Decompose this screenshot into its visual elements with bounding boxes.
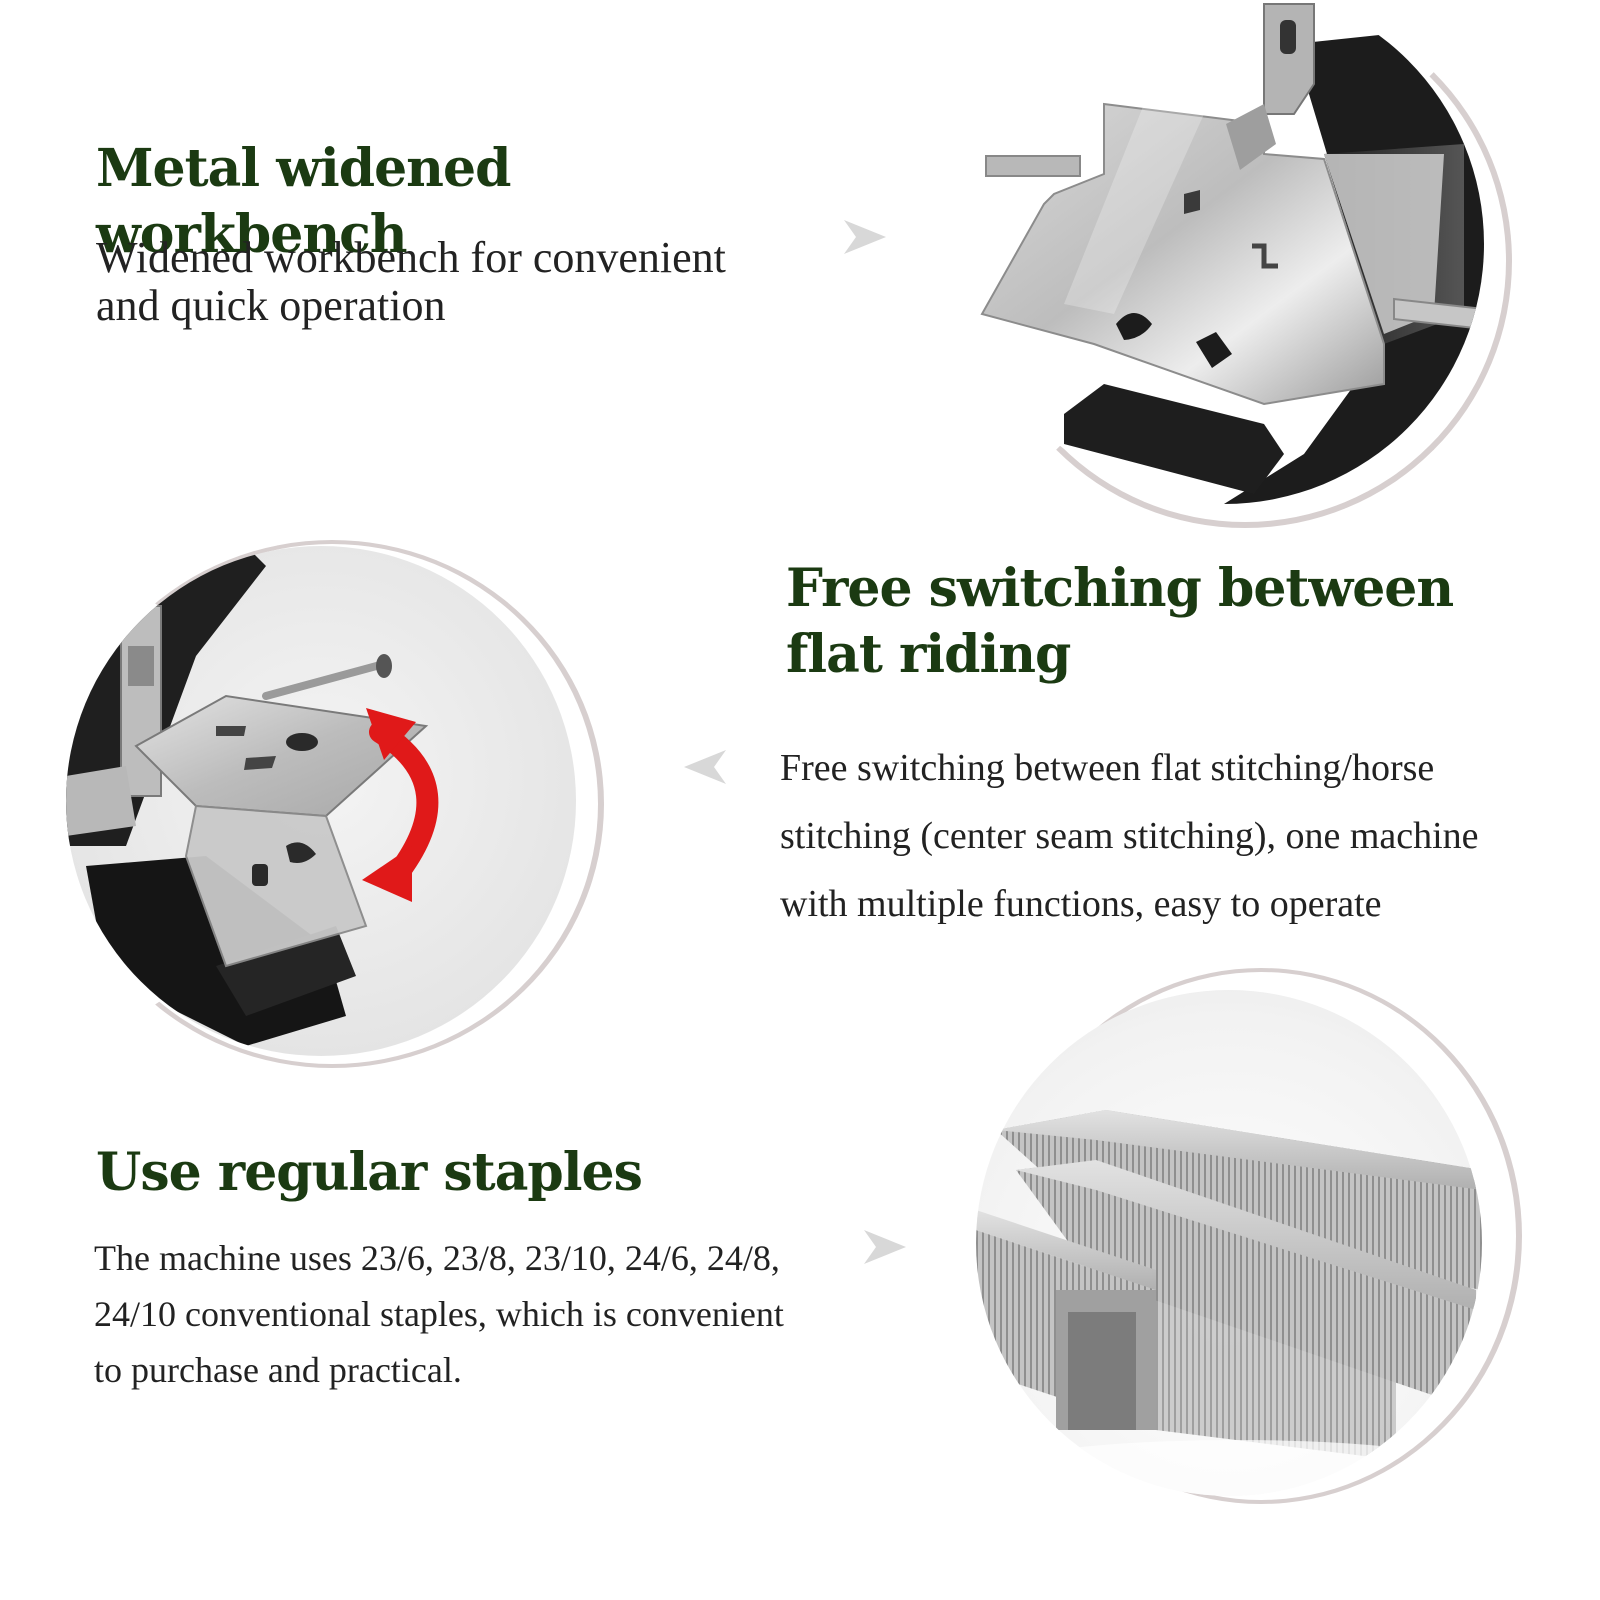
staples-image [976,990,1482,1496]
image-ring [1000,968,1522,1504]
staples-icon [976,1110,1482,1496]
feature-title: Use regular staples [96,1142,643,1203]
image-ring [978,0,1512,528]
workbench-image [964,0,1484,504]
feature-description: Free switching between flat stitching/ho… [780,747,1479,925]
switching-image [66,546,576,1056]
feature-title: Free switching between flat riding [786,558,1454,685]
feature-description: Widened workbench for convenient and qui… [96,233,726,330]
feature-description: The machine uses 23/6, 23/8, 23/10, 24/6… [94,1238,784,1390]
chevron-right-icon [844,220,886,254]
feature-title: Metal widened workbench [96,138,511,265]
switching-arrow-icon [66,546,439,1046]
image-ring [60,540,604,1068]
chevron-left-icon [684,750,726,784]
workbench-plate-icon [980,3,1484,504]
chevron-right-icon [864,1230,906,1264]
